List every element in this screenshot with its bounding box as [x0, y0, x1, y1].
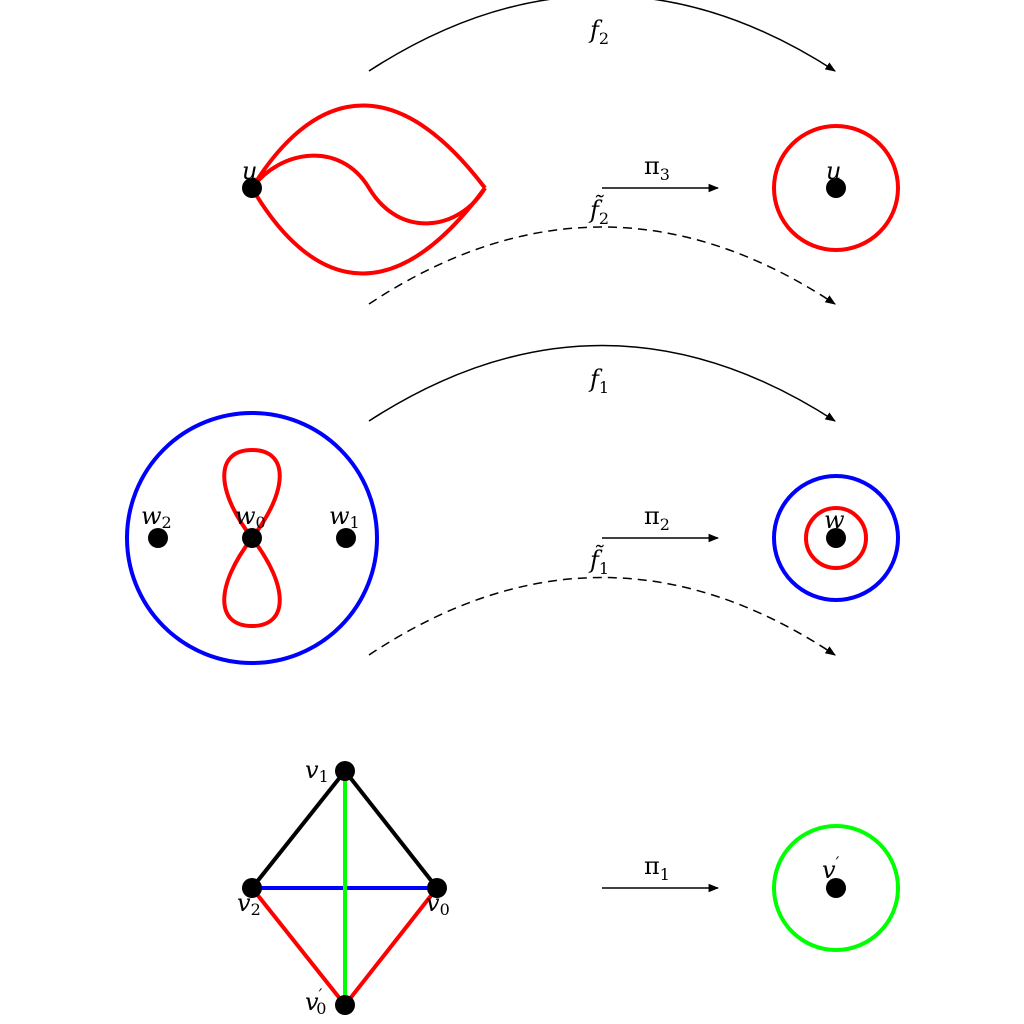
- vertex-w1: [336, 528, 356, 548]
- vertex-w0: [242, 528, 262, 548]
- arrow-f2-tilde: [368, 226, 836, 305]
- label-w1: w1: [329, 502, 360, 532]
- label-f1: f1: [588, 365, 609, 397]
- label-f2-tilde: f̃2: [588, 195, 609, 228]
- figure-eight-loop-bottom: [222, 534, 282, 629]
- label-f2: f2: [588, 16, 609, 48]
- loop-u-right: [772, 124, 900, 252]
- arrow-f1: [368, 344, 836, 422]
- edge-v2-v0prime: [250, 886, 347, 1007]
- label-f1-tilde: f̃1: [588, 545, 609, 578]
- theta-graph-edge-bottom: [250, 186, 487, 276]
- edge-v1-v0: [343, 769, 439, 890]
- vertex-w-right: [826, 528, 846, 548]
- vertex-v1: [335, 761, 355, 781]
- label-v1: v1: [305, 756, 329, 786]
- label-v2: v2: [237, 889, 261, 919]
- theta-graph-edge-top: [250, 103, 487, 190]
- vertex-w2: [148, 528, 168, 548]
- arrow-f2: [368, 0, 836, 72]
- label-u-left: u: [242, 157, 257, 185]
- label-v0: v0: [426, 889, 450, 919]
- label-pi2: π2: [644, 502, 670, 534]
- label-v-prime: v′: [822, 853, 840, 884]
- label-pi3: π3: [644, 152, 670, 184]
- inner-loop-w-right: [804, 506, 868, 570]
- vertex-u-left: [242, 178, 262, 198]
- label-v0-prime: v′0: [305, 985, 326, 1018]
- theta-graph-edge-middle: [250, 153, 487, 226]
- edge-v0-v0prime: [343, 886, 439, 1007]
- outer-circle-w: [125, 411, 379, 665]
- label-w-right: w: [824, 506, 845, 534]
- vertex-u-right: [826, 178, 846, 198]
- label-w0: w0: [235, 502, 266, 532]
- figure-eight-loop-top: [222, 447, 282, 542]
- arrow-f1-tilde: [368, 576, 836, 656]
- vertex-v0-prime: [335, 995, 355, 1015]
- label-w2: w2: [141, 502, 172, 532]
- vertex-v2: [242, 878, 262, 898]
- label-u-right: u: [826, 157, 841, 185]
- loop-v-prime: [772, 824, 900, 952]
- outer-circle-w-right: [772, 474, 900, 602]
- label-pi1: π1: [644, 852, 670, 884]
- vertex-v-prime: [826, 878, 846, 898]
- edge-v1-v2: [250, 769, 347, 890]
- vertex-v0: [427, 878, 447, 898]
